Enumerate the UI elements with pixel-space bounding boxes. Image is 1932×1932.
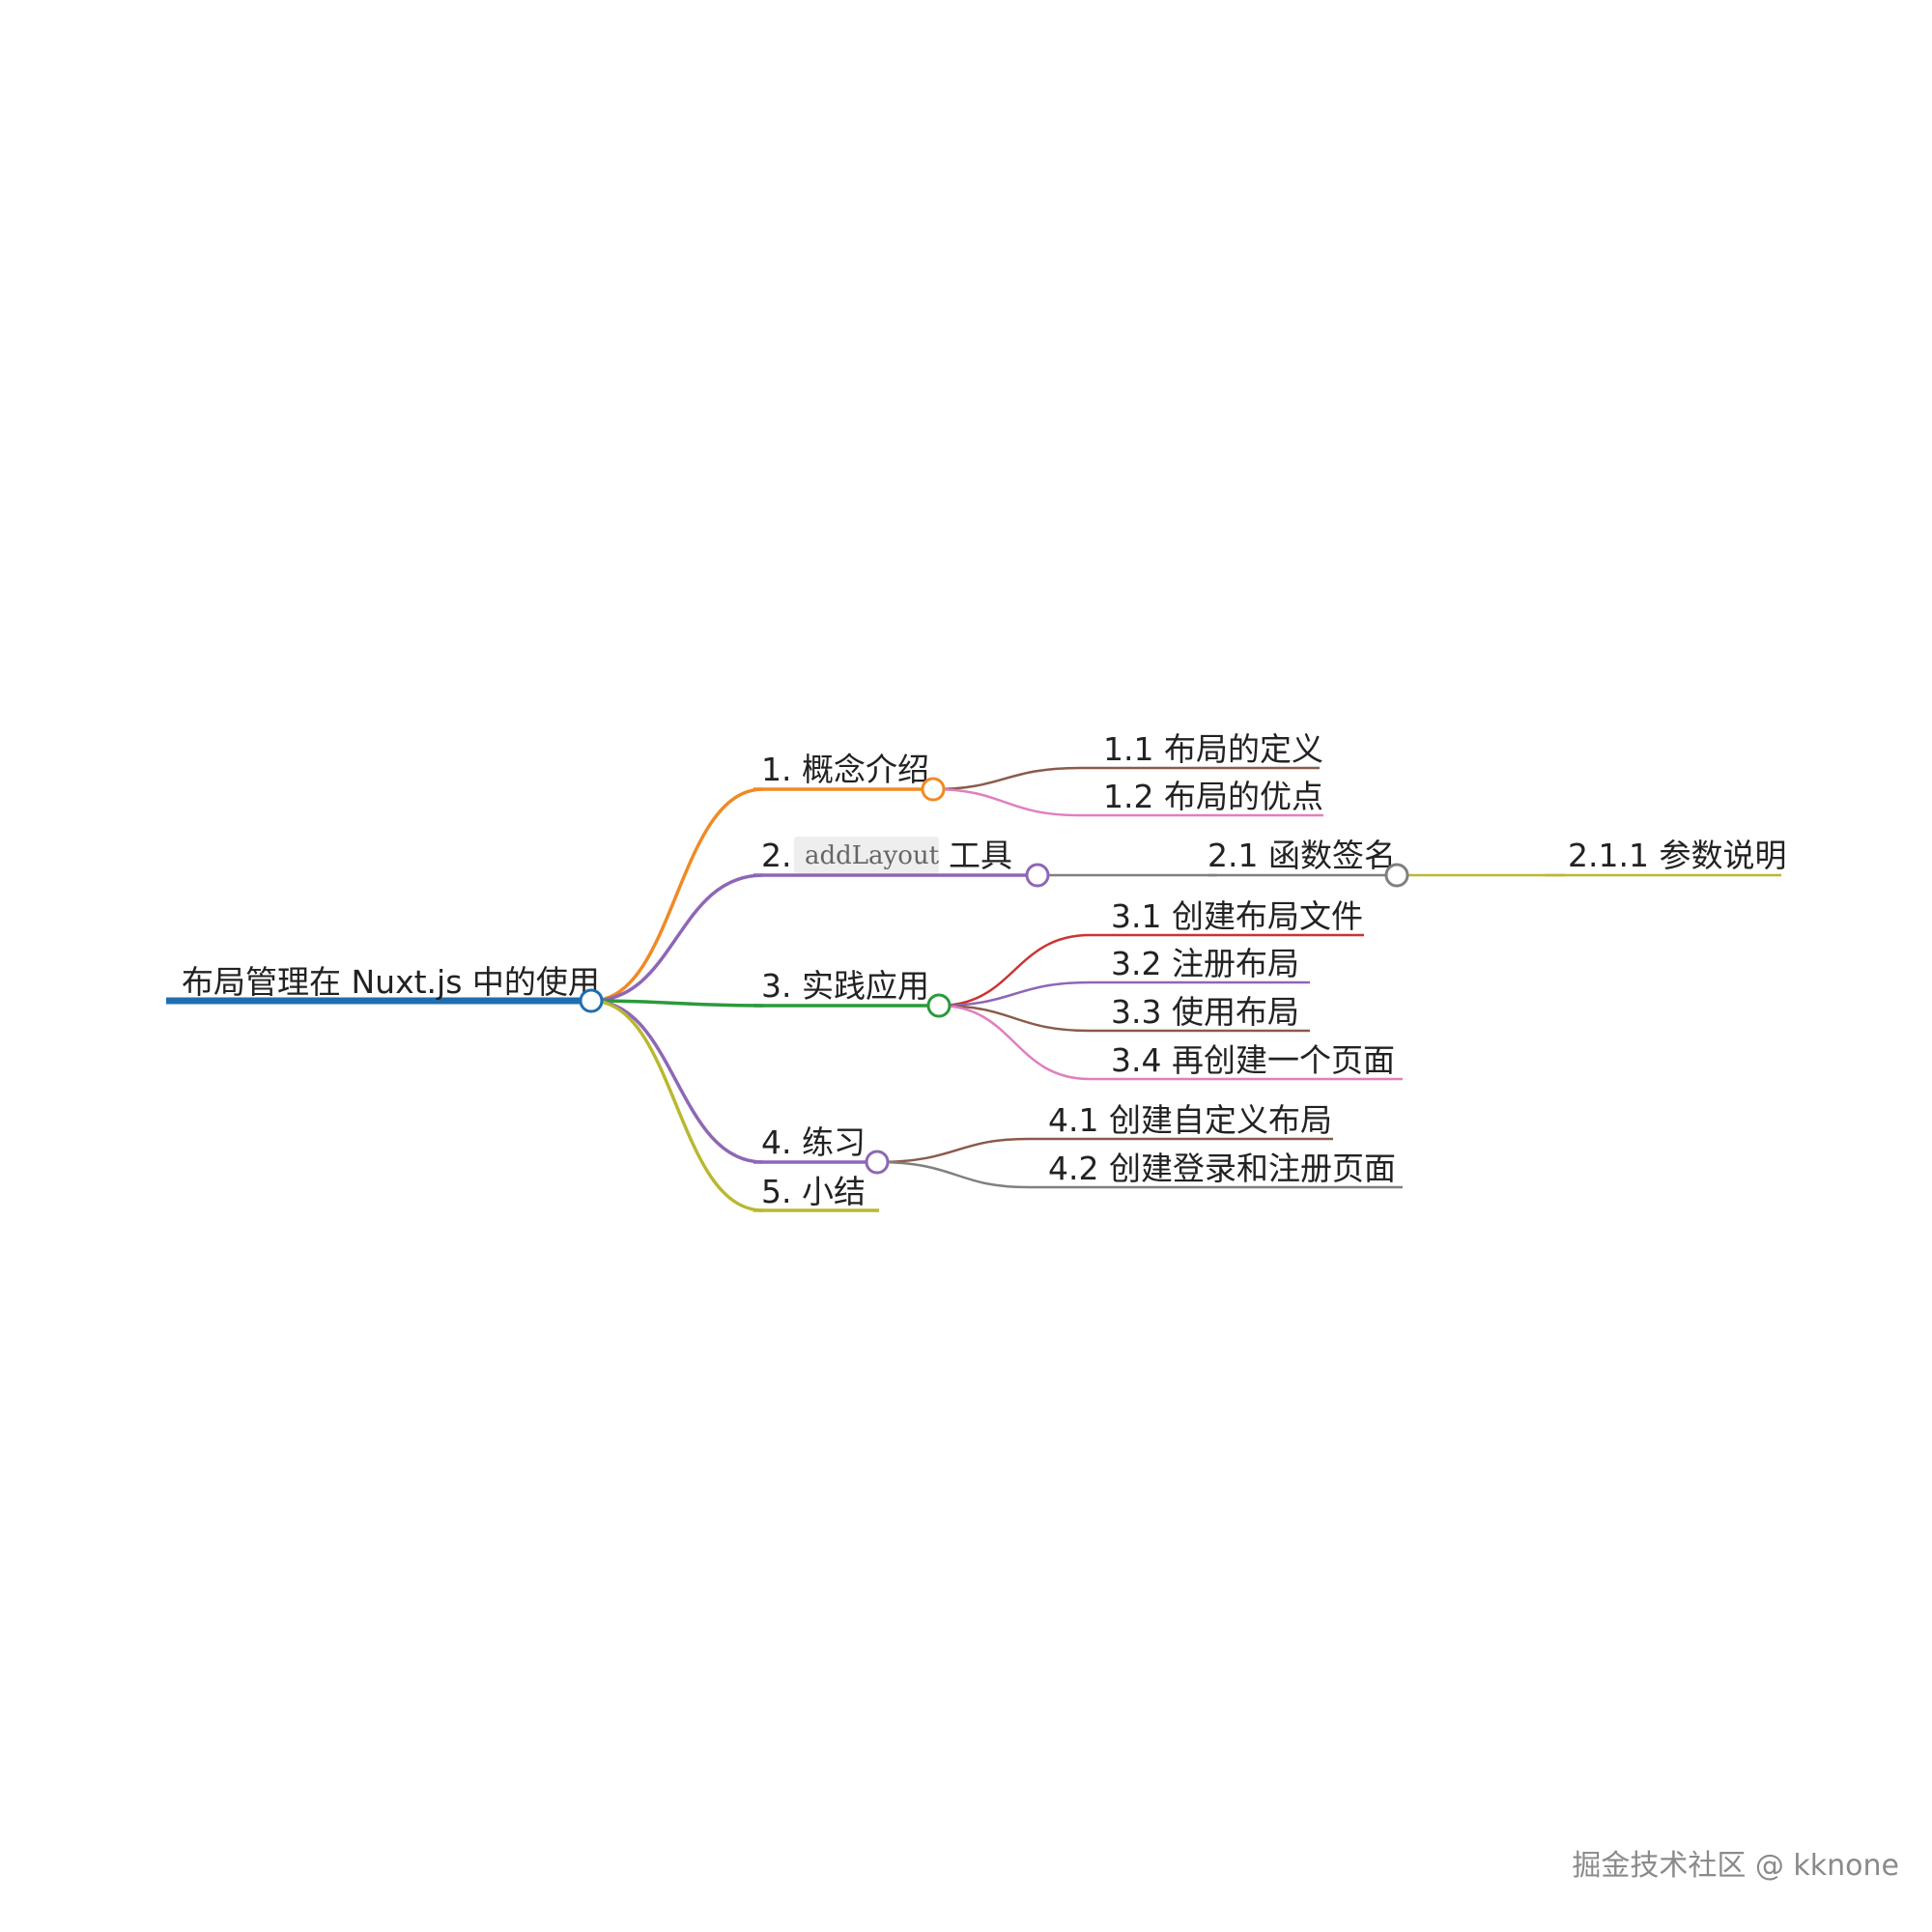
- node-2-1-1[interactable]: 2.1.1 参数说明: [1546, 837, 1786, 877]
- node-2-code: addLayout: [805, 841, 940, 870]
- node-1-1[interactable]: 1.1 布局的定义: [1080, 730, 1323, 770]
- edge-root-n4: [590, 999, 764, 1164]
- node-4-1-label: 4.1 创建自定义布局: [1048, 1101, 1332, 1139]
- node-2-1-label: 2.1 函数签名: [1208, 837, 1396, 874]
- node-4-2[interactable]: 4.2 创建登录和注册页面: [1028, 1150, 1403, 1189]
- edge-n4-n4_1: [876, 1137, 1029, 1164]
- node-3-collapse-toggle[interactable]: [926, 993, 952, 1018]
- node-1-2[interactable]: 1.2 布局的优点: [1080, 778, 1323, 817]
- node-3-3-label: 3.3 使用布局: [1111, 993, 1299, 1031]
- edge-n3-n3_4: [938, 1004, 1091, 1081]
- node-1-collapse-toggle[interactable]: [921, 777, 946, 802]
- node-3-2[interactable]: 3.2 注册布局: [1090, 945, 1310, 984]
- node-1-label: 1. 概念介绍: [761, 751, 929, 788]
- node-4-collapse-toggle[interactable]: [865, 1150, 890, 1175]
- node-1[interactable]: 1. 概念介绍: [753, 751, 933, 791]
- node-1-1-label: 1.1 布局的定义: [1103, 730, 1323, 768]
- node-3-2-label: 3.2 注册布局: [1111, 945, 1299, 982]
- root-node[interactable]: 布局管理在 Nuxt.js 中的使用: [166, 963, 600, 1005]
- node-3[interactable]: 3. 实践应用: [753, 967, 939, 1008]
- node-3-label: 3. 实践应用: [761, 967, 929, 1005]
- edge-n1-n1_2: [932, 787, 1081, 817]
- node-3-3[interactable]: 3.3 使用布局: [1090, 993, 1310, 1033]
- root-label: 布局管理在 Nuxt.js 中的使用: [182, 963, 600, 1001]
- node-4-1[interactable]: 4.1 创建自定义布局: [1028, 1101, 1333, 1141]
- node-2-suffix: 工具: [949, 837, 1012, 874]
- node-2-1[interactable]: 2.1 函数签名: [1208, 837, 1397, 877]
- node-2[interactable]: 2. addLayout 工具: [753, 837, 1037, 877]
- edge-root-n2: [590, 873, 764, 1003]
- edge-n3-n3_1: [938, 933, 1091, 1008]
- node-2-code-background: [794, 837, 939, 873]
- node-3-4-label: 3.4 再创建一个页面: [1111, 1041, 1395, 1079]
- edge-n1-n1_1: [932, 766, 1081, 791]
- node-3-1[interactable]: 3.1 创建布局文件: [1090, 897, 1364, 937]
- edge-root-n3: [590, 999, 764, 1008]
- node-1-2-label: 1.2 布局的优点: [1103, 778, 1323, 815]
- edge-n3-n3_2: [938, 980, 1091, 1008]
- node-4-label: 4. 练习: [761, 1123, 866, 1161]
- node-3-1-label: 3.1 创建布局文件: [1111, 897, 1363, 935]
- edge-n4-n4_2: [876, 1160, 1029, 1189]
- watermark-text: 掘金技术社区 @ kknone: [1572, 1849, 1899, 1883]
- edge-root-n1: [590, 787, 764, 1003]
- node-2-collapse-toggle[interactable]: [1025, 863, 1050, 888]
- node-2-1-1-label: 2.1.1 参数说明: [1568, 837, 1786, 874]
- node-2-prefix: 2.: [761, 837, 792, 874]
- root-collapse-toggle[interactable]: [579, 988, 604, 1013]
- edge-root-n5: [590, 999, 764, 1212]
- node-4[interactable]: 4. 练习: [753, 1123, 877, 1164]
- node-4-2-label: 4.2 创建登录和注册页面: [1048, 1150, 1396, 1187]
- node-2-1-collapse-toggle[interactable]: [1384, 863, 1409, 888]
- edge-n3-n3_3: [938, 1004, 1091, 1033]
- node-5-label: 5. 小结: [761, 1173, 866, 1210]
- node-3-4[interactable]: 3.4 再创建一个页面: [1090, 1041, 1403, 1081]
- node-5[interactable]: 5. 小结: [753, 1173, 879, 1212]
